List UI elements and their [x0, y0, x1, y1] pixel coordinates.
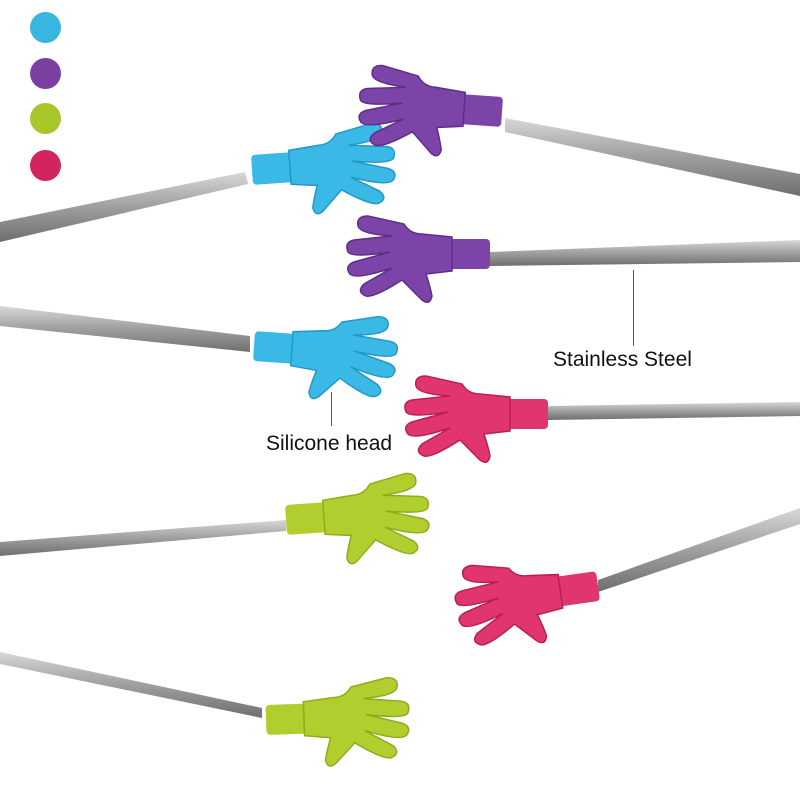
- stainless-steel-label: Stainless Steel: [553, 348, 692, 371]
- color-swatch-purple-icon: [30, 58, 61, 89]
- hand-head-blue-icon: [253, 309, 401, 405]
- steel-leader-line: [633, 270, 634, 346]
- steel-arm-right-4: [598, 508, 800, 592]
- color-swatch-pink-icon: [30, 150, 61, 181]
- steel-arm-right-2: [490, 240, 800, 266]
- steel-arm-left-2: [0, 306, 250, 352]
- steel-arm-left-4: [0, 652, 262, 718]
- hand-head-blue-icon: [251, 121, 399, 217]
- color-swatch-blue-icon: [30, 12, 61, 43]
- hand-head-pink-icon: [404, 375, 548, 463]
- steel-arm-right-3: [548, 402, 800, 420]
- steel-arm-right-1: [505, 118, 800, 196]
- color-swatch-green-icon: [30, 103, 61, 134]
- hand-head-pink-icon: [450, 552, 600, 655]
- silicone-head-label: Silicone head: [266, 432, 393, 455]
- silicone-leader-line: [331, 392, 332, 426]
- steel-arm-left-3: [0, 520, 286, 556]
- hand-head-purple-icon: [355, 63, 503, 159]
- hand-head-green-icon: [265, 676, 412, 768]
- hand-head-green-icon: [285, 471, 433, 567]
- steel-arm-left-1: [0, 172, 248, 242]
- hand-head-purple-icon: [346, 215, 490, 303]
